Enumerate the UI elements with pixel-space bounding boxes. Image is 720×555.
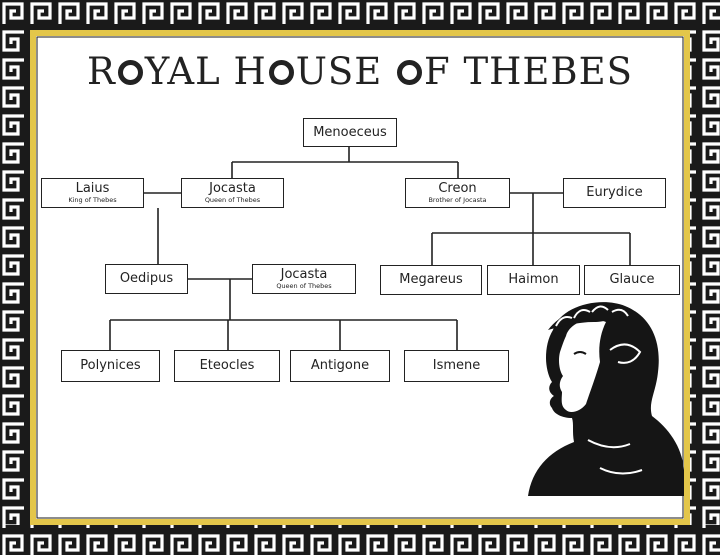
person-menoeceus: Menoeceus [303, 118, 397, 147]
person-jocasta-wife: Jocasta Queen of Thebes [252, 264, 356, 294]
person-name: Antigone [310, 358, 370, 374]
laurel-wreath-o-icon [268, 60, 294, 85]
person-jocasta: Jocasta Queen of Thebes [181, 178, 284, 208]
person-eurydice: Eurydice [563, 178, 666, 208]
laurel-portrait-icon [528, 302, 684, 496]
person-polynices: Polynices [61, 350, 160, 382]
title-part-4: F THEBES [424, 50, 633, 93]
person-name: Glauce [609, 272, 655, 288]
person-title: King of Thebes [68, 195, 117, 204]
person-ismene: Ismene [404, 350, 509, 382]
person-laius: Laius King of Thebes [41, 178, 144, 208]
person-name: Megareus [399, 272, 463, 288]
person-name: Haimon [508, 272, 559, 288]
person-name: Eteocles [199, 358, 255, 374]
laurel-wreath-o-icon [397, 60, 423, 85]
person-name: Jocasta [280, 267, 328, 283]
person-haimon: Haimon [487, 265, 580, 295]
tree-connectors [109, 147, 631, 350]
person-title: Brother of Jocasta [428, 195, 487, 204]
title-part-3: USE [295, 50, 396, 93]
person-name: Oedipus [119, 271, 174, 287]
person-antigone: Antigone [290, 350, 390, 382]
person-name: Eurydice [586, 185, 643, 201]
person-name: Laius [75, 181, 110, 197]
person-megareus: Megareus [380, 265, 482, 295]
person-oedipus: Oedipus [105, 264, 188, 294]
laurel-wreath-o-icon [117, 60, 143, 85]
poster-title: R YAL H USE F THEBES [40, 50, 680, 93]
person-title: Queen of Thebes [276, 281, 332, 290]
person-creon: Creon Brother of Jocasta [405, 178, 510, 208]
person-name: Polynices [80, 358, 141, 374]
person-glauce: Glauce [584, 265, 680, 295]
person-eteocles: Eteocles [174, 350, 280, 382]
person-title: Queen of Thebes [204, 195, 261, 204]
person-name: Creon [438, 181, 477, 197]
person-name: Jocasta [209, 181, 256, 197]
person-name: Menoeceus [313, 124, 387, 140]
title-part-2: YAL H [144, 50, 267, 93]
title-part-1: R [87, 50, 116, 93]
person-name: Ismene [432, 358, 481, 374]
